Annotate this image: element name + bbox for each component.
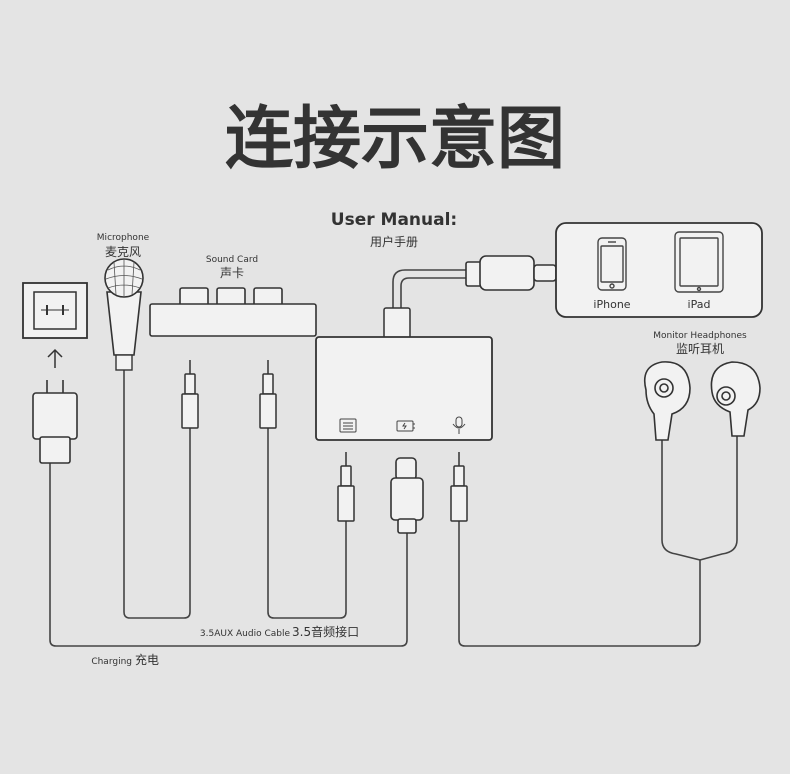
arrow-up-icon: [47, 348, 63, 368]
headphones-label-cn: 监听耳机: [676, 342, 724, 356]
headphone-cable: [458, 521, 701, 647]
hub-lightning-cable: [392, 269, 468, 316]
soundcard-aux-cable: [267, 428, 347, 619]
charging-label-en: Charging: [91, 657, 132, 667]
jack-plug-middle: [259, 360, 277, 429]
sound-card-icon: [149, 287, 317, 337]
microphone-label-en: Microphone: [97, 233, 150, 243]
left-earbud-icon: [643, 361, 691, 441]
microphone-label-cn: 麦克风: [105, 245, 141, 259]
cables: [49, 269, 738, 647]
right-earbud-icon: [710, 361, 761, 437]
lightning-connector-top: [465, 255, 557, 291]
microphone-cable: [123, 370, 191, 619]
adapter-hub: [315, 307, 493, 441]
device-label-ipad: iPad: [688, 298, 711, 311]
headphone-port-icon: [339, 418, 357, 433]
lightning-connector-bottom: [390, 457, 424, 534]
battery-port-icon: [396, 420, 415, 432]
devices-panel: iPhone iPad: [555, 222, 763, 318]
charging-label-cn: 充电: [135, 652, 159, 667]
headphones-label-en: Monitor Headphones: [653, 331, 747, 341]
wall-socket: [22, 282, 88, 339]
device-label-iphone: iPhone: [593, 298, 630, 311]
aux-cable-label-en: 3.5AUX Audio Cable: [200, 629, 291, 639]
tablet-icon: [674, 231, 724, 293]
microphone-icon: [104, 258, 144, 371]
aux-cable-label-cn: 3.5音频接口: [292, 624, 359, 639]
jack-plug-left: [181, 360, 199, 429]
manual-label-en: User Manual:: [331, 210, 457, 230]
soundcard-label-en: Sound Card: [206, 255, 258, 265]
charger-plug: [32, 380, 78, 464]
headphone-right-wire: [699, 436, 738, 561]
manual-label-cn: 用户手册: [370, 234, 418, 249]
mic-port-icon: [452, 416, 466, 434]
charging-cable: [49, 462, 408, 647]
soundcard-label-cn: 声卡: [220, 266, 244, 280]
headphone-left-wire: [661, 440, 701, 561]
diagram-title: 连接示意图: [225, 100, 565, 179]
jack-plug-aux: [337, 452, 355, 522]
jack-plug-headphone: [450, 452, 468, 522]
phone-icon: [597, 237, 627, 291]
